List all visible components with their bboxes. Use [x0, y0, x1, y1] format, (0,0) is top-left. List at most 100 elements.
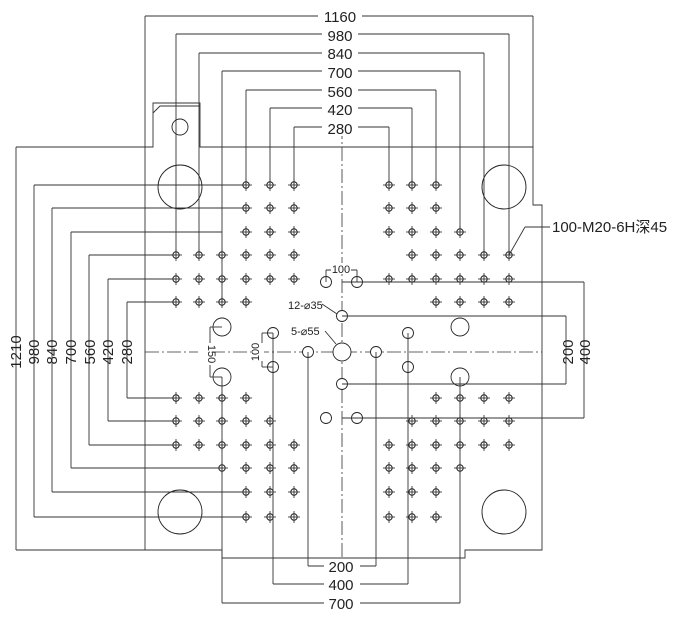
thread-hole — [454, 273, 466, 285]
thread-hole — [264, 439, 276, 451]
top-dimension-lines — [144, 15, 534, 302]
left-dim-420: 420 — [100, 339, 117, 364]
thread-hole — [264, 202, 276, 214]
thread-hole — [193, 415, 205, 427]
thread-hole — [288, 202, 300, 214]
top-dimension-labels: 1160 980 840 700 560 420 280 — [318, 8, 362, 138]
thread-hole — [503, 392, 515, 404]
thread-hole — [383, 273, 395, 285]
top-dim-700: 700 — [327, 65, 352, 82]
spacing-150-label: 150 — [205, 345, 217, 363]
left-dim-560: 560 — [82, 339, 99, 364]
thread-hole — [478, 415, 490, 427]
holes-55-leader — [324, 330, 337, 345]
top-dim-980: 980 — [327, 28, 352, 45]
thread-hole — [288, 486, 300, 498]
thread-hole — [430, 296, 442, 308]
tie-bar-hole — [157, 164, 203, 210]
thread-hole — [383, 226, 395, 238]
thread-hole — [406, 486, 418, 498]
bottom-dimension-lines — [221, 333, 461, 604]
thread-hole — [383, 486, 395, 498]
thread-hole — [503, 415, 515, 427]
thread-hole — [240, 273, 252, 285]
thread-hole — [264, 226, 276, 238]
thread-hole — [288, 511, 300, 523]
top-dim-280: 280 — [327, 121, 352, 138]
right-dim-400: 400 — [577, 339, 594, 364]
thread-hole — [430, 226, 442, 238]
thread-hole — [264, 511, 276, 523]
thread-hole — [264, 249, 276, 261]
holes-35-label: 12-⌀35 — [288, 300, 323, 312]
left-dim-840: 840 — [44, 339, 61, 364]
thread-hole — [406, 249, 418, 261]
platen-outline — [144, 102, 543, 559]
thread-hole — [430, 415, 442, 427]
thread-hole — [478, 273, 490, 285]
hole-35 — [320, 412, 332, 424]
thread-hole — [193, 392, 205, 404]
thread-hole — [503, 439, 515, 451]
thread-hole — [478, 296, 490, 308]
thread-hole — [240, 226, 252, 238]
thread-hole — [288, 273, 300, 285]
left-dimension-labels: 1210 980 840 700 560 420 280 — [8, 335, 136, 368]
thread-hole — [288, 226, 300, 238]
hole-55 — [332, 342, 352, 362]
bottom-dimension-labels: 200 400 700 — [324, 559, 360, 613]
thread-hole — [478, 392, 490, 404]
thread-hole — [430, 511, 442, 523]
thread-hole — [454, 249, 466, 261]
right-dimension-labels: 200 400 — [560, 339, 594, 364]
thread-hole — [288, 462, 300, 474]
tie-bar-holes — [157, 118, 527, 535]
thread-hole — [503, 273, 515, 285]
thread-hole — [193, 439, 205, 451]
bottom-dim-400: 400 — [328, 577, 353, 594]
thread-hole — [383, 439, 395, 451]
bottom-dim-700: 700 — [328, 596, 353, 613]
holes-55-label: 5-⌀55 — [291, 326, 320, 338]
top-dim-840: 840 — [327, 46, 352, 63]
thread-hole — [430, 392, 442, 404]
thread-hole — [454, 296, 466, 308]
thread-hole — [288, 249, 300, 261]
thread-hole — [430, 486, 442, 498]
thread-hole — [406, 202, 418, 214]
thread-hole — [264, 462, 276, 474]
thread-hole — [264, 486, 276, 498]
thread-hole — [193, 296, 205, 308]
left-dim-280: 280 — [119, 339, 136, 364]
thread-hole — [288, 439, 300, 451]
bottom-dim-200: 200 — [328, 559, 353, 576]
thread-hole — [264, 273, 276, 285]
thread-hole — [430, 249, 442, 261]
small-top-hole — [171, 118, 189, 136]
left-dimension-lines — [15, 146, 246, 551]
tie-bar-hole — [481, 164, 527, 210]
left-dim-1210: 1210 — [8, 335, 25, 368]
top-dim-560: 560 — [327, 84, 352, 101]
holes-35-leader — [321, 303, 338, 315]
thread-hole — [240, 415, 252, 427]
thread-hole — [478, 439, 490, 451]
top-dim-1160: 1160 — [324, 9, 356, 26]
thread-hole — [406, 273, 418, 285]
thread-hole — [240, 296, 252, 308]
left-dim-700: 700 — [63, 339, 80, 364]
thread-hole — [430, 202, 442, 214]
thread-hole — [406, 511, 418, 523]
thread-hole — [430, 439, 442, 451]
thread-callout-leader — [508, 226, 526, 256]
spacing-top-label: 100 — [332, 264, 350, 276]
thread-hole — [240, 439, 252, 451]
thread-hole — [383, 202, 395, 214]
thread-hole — [383, 462, 395, 474]
right-dimension-lines — [342, 281, 585, 419]
spacing-left-label: 100 — [250, 343, 262, 361]
thread-callout-label: 100-M20-6H深45 — [552, 219, 667, 236]
thread-hole — [240, 462, 252, 474]
